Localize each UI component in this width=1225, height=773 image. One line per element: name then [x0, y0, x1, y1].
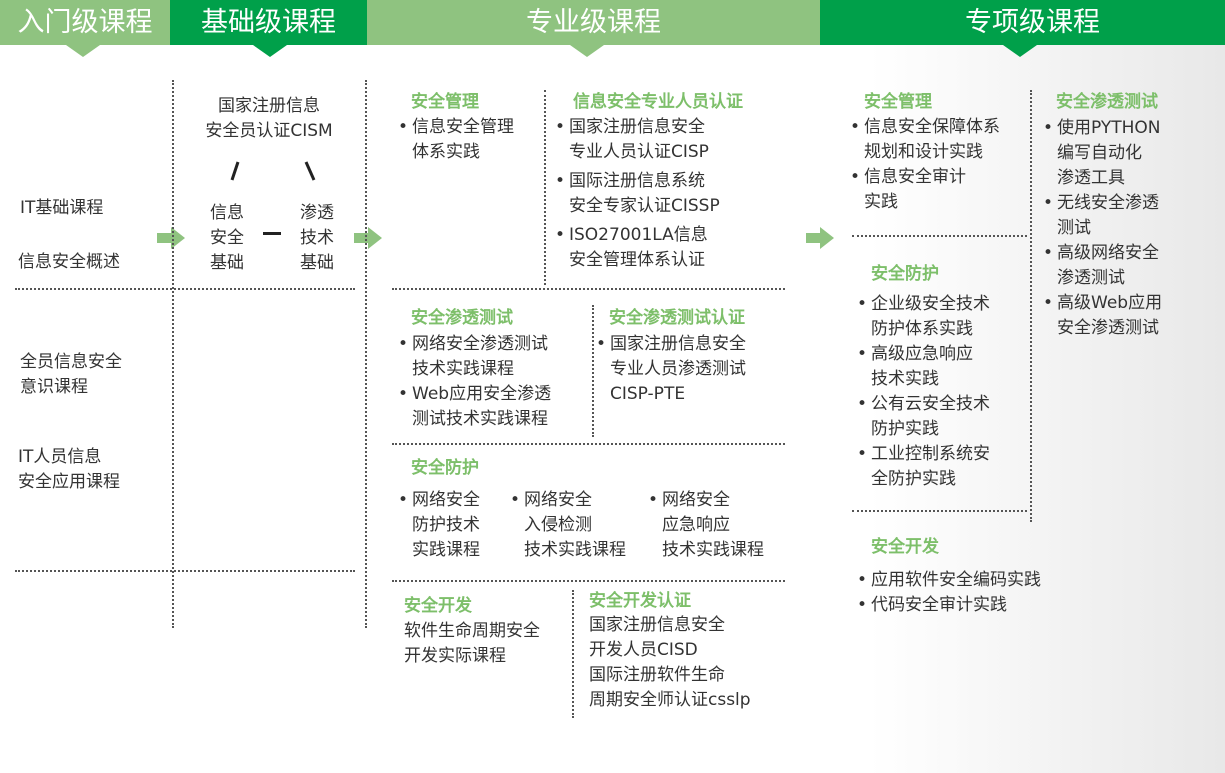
section-title: 安全管理	[411, 92, 479, 112]
pointer	[66, 45, 100, 57]
section-title: 安全管理	[864, 92, 932, 112]
divider	[592, 305, 594, 437]
arrow-right-icon	[157, 227, 185, 249]
divider	[15, 288, 355, 290]
list-item: 企业级安全技术 防护体系实践	[857, 292, 990, 342]
bullet-list: 网络安全 入侵检测 技术实践课程	[510, 488, 626, 563]
section-title: 安全开发	[871, 537, 939, 557]
section-title: 安全开发	[404, 596, 472, 616]
bullet-list: 使用PYTHON 编写自动化 渗透工具无线安全渗透 测试高级网络安全 渗透测试高…	[1043, 116, 1162, 341]
pointer	[1003, 45, 1037, 57]
section-title: 信息安全专业人员认证	[573, 92, 743, 112]
list-item: 信息安全保障体系 规划和设计实践	[850, 115, 1000, 165]
course-security-basics: 信息 安全 基础	[210, 203, 244, 273]
list-item: 国家注册信息安全 专业人员认证CISP	[555, 115, 720, 165]
section-title: 安全渗透测试认证	[609, 308, 745, 328]
list-item: 应用软件安全编码实践	[857, 568, 1041, 593]
divider	[852, 235, 1027, 237]
course-it-staff: IT人员信息 安全应用课程	[18, 447, 120, 492]
divider	[365, 80, 367, 628]
list-item: Web应用安全渗透 测试技术实践课程	[398, 382, 551, 432]
list-item: 网络安全 应急响应 技术实践课程	[648, 488, 764, 563]
course-pentest-basics: 渗透 技术 基础	[300, 203, 334, 273]
course-it-basics: IT基础课程	[20, 198, 104, 218]
divider	[392, 288, 785, 290]
list-item: ISO27001LA信息 安全管理体系认证	[555, 223, 720, 273]
list-item: 网络安全 防护技术 实践课程	[398, 488, 480, 563]
list-item: 国家注册信息安全 专业人员渗透测试 CISP-PTE	[596, 332, 746, 407]
list-item: 网络安全渗透测试 技术实践课程	[398, 332, 551, 382]
connector-lines	[230, 161, 316, 181]
list-item: 网络安全 入侵检测 技术实践课程	[510, 488, 626, 563]
course-awareness: 全员信息安全 意识课程	[20, 352, 122, 397]
bullet-list: 信息安全保障体系 规划和设计实践信息安全审计 实践	[850, 115, 1000, 215]
list-item: 高级Web应用 安全渗透测试	[1043, 291, 1162, 341]
cert-cism: 国家注册信息 安全员认证CISM	[205, 96, 333, 141]
divider	[392, 580, 785, 582]
bullet-list: 信息安全管理 体系实践	[398, 115, 514, 165]
list-item: 公有云安全技术 防护实践	[857, 392, 990, 442]
cert-dev: 国家注册信息安全 开发人员CISD 国际注册软件生命 周期安全师认证csslp	[589, 615, 751, 710]
divider	[15, 570, 355, 572]
list-item: 信息安全管理 体系实践	[398, 115, 514, 165]
arrow-right-icon	[354, 227, 382, 249]
tab-entry: 入门级课程	[0, 0, 170, 45]
bullet-list: 网络安全 防护技术 实践课程	[398, 488, 480, 563]
divider	[392, 443, 785, 445]
arrow-right-icon	[806, 227, 834, 249]
list-item: 工业控制系统安 全防护实践	[857, 442, 990, 492]
bullet-list: 企业级安全技术 防护体系实践高级应急响应 技术实践公有云安全技术 防护实践工业控…	[857, 292, 990, 492]
course-sdl: 软件生命周期安全 开发实际课程	[404, 621, 540, 666]
divider	[172, 80, 174, 628]
section-title: 安全防护	[871, 264, 939, 284]
list-item: 高级网络安全 渗透测试	[1043, 241, 1162, 291]
list-item: 高级应急响应 技术实践	[857, 342, 990, 392]
divider	[572, 590, 574, 718]
section-title: 安全防护	[411, 458, 479, 478]
list-item: 使用PYTHON 编写自动化 渗透工具	[1043, 116, 1162, 191]
list-item: 代码安全审计实践	[857, 593, 1041, 618]
divider	[852, 510, 1027, 512]
tab-special: 专项级课程	[820, 0, 1225, 45]
tab-basic: 基础级课程	[170, 0, 367, 45]
section-title: 安全开发认证	[589, 591, 691, 611]
section-title: 安全渗透测试	[1056, 92, 1158, 112]
bullet-list: 网络安全渗透测试 技术实践课程Web应用安全渗透 测试技术实践课程	[398, 332, 551, 432]
bullet-list: 应用软件安全编码实践代码安全审计实践	[857, 568, 1041, 618]
pointer	[253, 45, 287, 57]
bullet-list: 国家注册信息安全 专业人员渗透测试 CISP-PTE	[596, 332, 746, 407]
bullet-list: 国家注册信息安全 专业人员认证CISP国际注册信息系统 安全专家认证CISSPI…	[555, 115, 720, 273]
list-item: 国际注册信息系统 安全专家认证CISSP	[555, 169, 720, 219]
pointer	[570, 45, 604, 57]
divider	[544, 90, 546, 285]
bullet-list: 网络安全 应急响应 技术实践课程	[648, 488, 764, 563]
course-security-overview: 信息安全概述	[18, 252, 120, 272]
connector-dash	[263, 232, 281, 235]
list-item: 无线安全渗透 测试	[1043, 191, 1162, 241]
tab-professional: 专业级课程	[367, 0, 820, 45]
list-item: 信息安全审计 实践	[850, 165, 1000, 215]
section-title: 安全渗透测试	[411, 308, 513, 328]
divider	[1030, 90, 1032, 522]
